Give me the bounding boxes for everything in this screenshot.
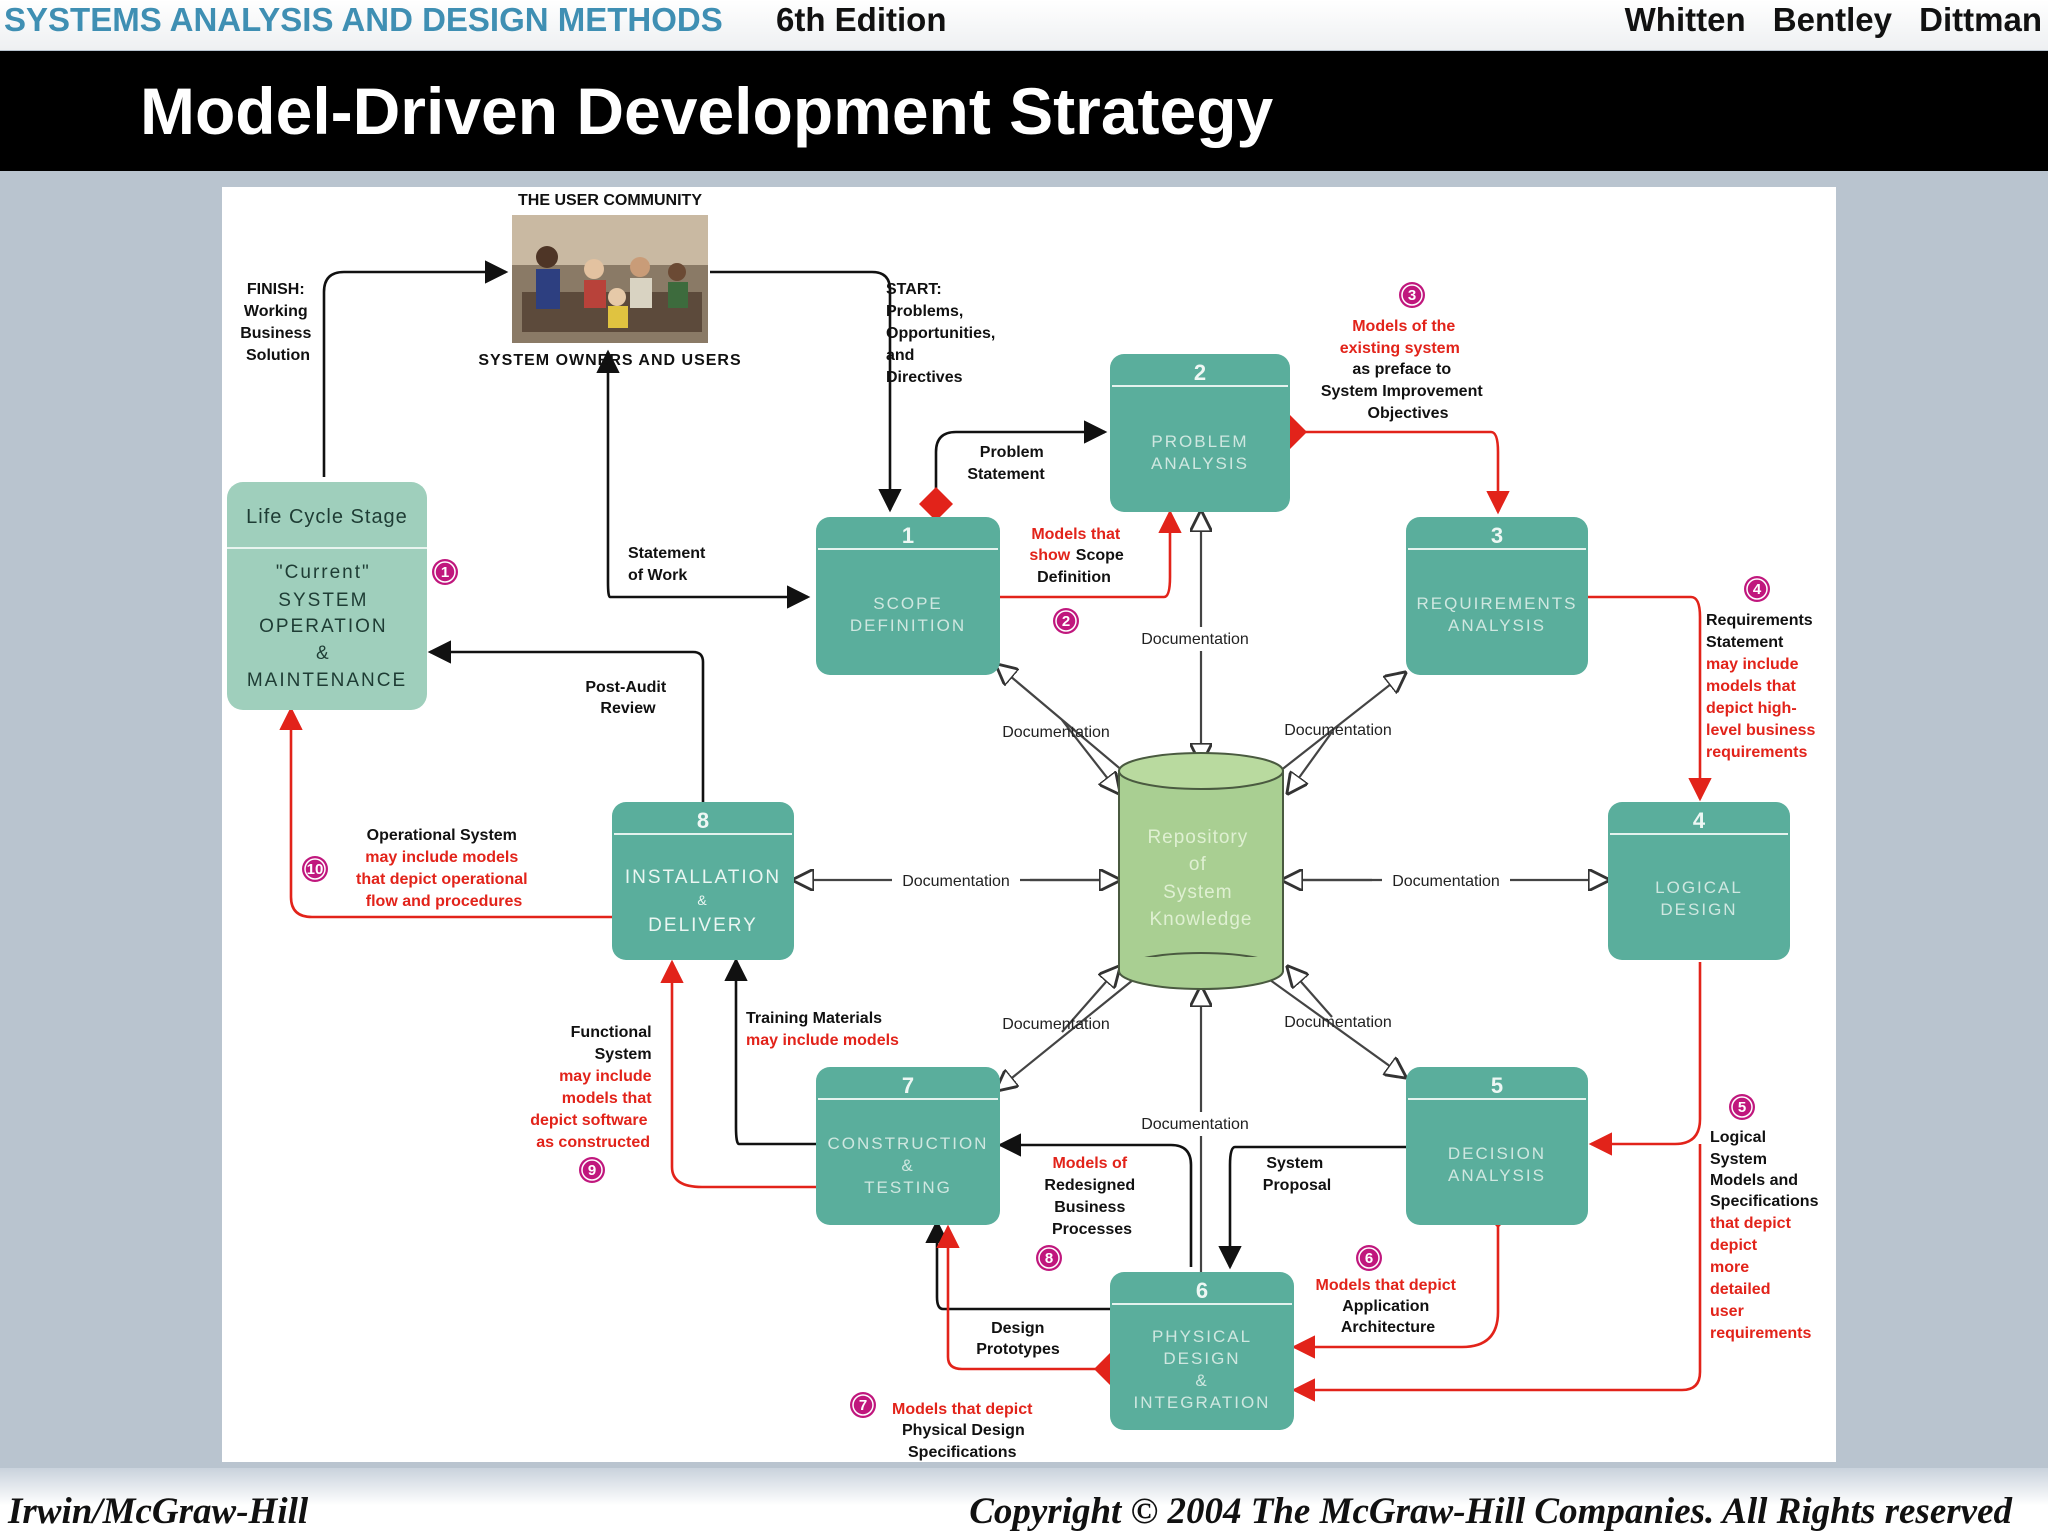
scope-models-label: Models that show Scope Definition (1029, 526, 1128, 586)
start-label: START: Problems, Opportunities, and Dire… (886, 281, 1000, 386)
badge-3: 3 (1399, 282, 1425, 308)
red-flow-arrows (279, 430, 1712, 1402)
diagram-panel: Documentation Documentation Documentatio… (222, 187, 1836, 1462)
application-architecture-label: Models that depict Application Architect… (1316, 1277, 1461, 1336)
physical-specs-label: Models that depict Physical Design Speci… (892, 1401, 1037, 1461)
svg-text:6: 6 (1365, 1250, 1373, 1267)
finish-label: FINISH: Working Business Solution (240, 281, 316, 364)
authors-label: Whitten Bentley Dittman (1624, 1, 2042, 38)
logical-models-label: Logical System Models and Specifications… (1710, 1129, 1823, 1342)
copyright-label: Copyright © 2004 The McGraw-Hill Compani… (969, 1491, 2012, 1532)
black-flow-arrows (322, 260, 1406, 1311)
svg-text:4: 4 (1753, 581, 1762, 598)
repository-cylinder: Repository of System Knowledge (1118, 752, 1284, 990)
edition-label: 6th Edition (776, 1, 947, 38)
svg-text:3: 3 (1491, 523, 1503, 548)
step-badges: 1 2 3 4 5 6 7 8 9 10 (302, 282, 1770, 1418)
system-proposal-label: System Proposal (1263, 1155, 1331, 1194)
svg-text:7: 7 (859, 1397, 867, 1414)
design-prototypes-label: Design Prototypes (976, 1320, 1060, 1358)
requirements-statement-label: Requirements Statement may include model… (1706, 612, 1820, 761)
svg-text:CONSTRUCTION&TESTING: CONSTRUCTION&TESTING (828, 1134, 989, 1197)
svg-text:8: 8 (1045, 1250, 1053, 1267)
development-strategy-diagram: Documentation Documentation Documentatio… (227, 192, 1823, 1461)
existing-system-label: Models of the existing system as preface… (1321, 318, 1487, 422)
doc-label-logical: Documentation (1392, 873, 1500, 890)
statement-of-work-label: Statement of Work (628, 545, 710, 584)
book-title: SYSTEMS ANALYSIS AND DESIGN METHODS (4, 1, 723, 38)
community-title: THE USER COMMUNITY (518, 192, 702, 209)
post-audit-label: Post-Audit Review (585, 679, 670, 717)
problem-statement-label: Problem Statement (967, 444, 1048, 483)
training-materials-label: Training Materials may include models (746, 1010, 899, 1049)
doc-label-physical: Documentation (1141, 1116, 1249, 1133)
doc-label-decision: Documentation (1284, 1014, 1392, 1031)
doc-label-requirements: Documentation (1284, 722, 1392, 739)
svg-text:5: 5 (1738, 1099, 1746, 1116)
badge-4: 4 (1744, 576, 1770, 602)
svg-text:6: 6 (1196, 1278, 1208, 1303)
svg-text:7: 7 (902, 1073, 914, 1098)
badge-7: 7 (850, 1392, 876, 1418)
svg-text:10: 10 (307, 861, 324, 878)
badge-9: 9 (579, 1157, 605, 1183)
svg-text:8: 8 (697, 808, 709, 833)
svg-text:Repository of Syst: Repository of System Knowledge (1147, 827, 1254, 930)
title-bar: Model-Driven Development Strategy (0, 51, 2048, 171)
svg-text:9: 9 (588, 1162, 596, 1179)
lifecycle-stage-box: Life Cycle Stage "Current" SYSTEM OPERAT… (227, 482, 427, 710)
doc-label-installation: Documentation (902, 873, 1010, 890)
svg-text:2: 2 (1194, 360, 1206, 385)
phase-box-7: 7 CONSTRUCTION&TESTING (816, 1067, 1000, 1225)
slide-title: Model-Driven Development Strategy (140, 74, 1274, 148)
functional-system-label: Functional System may include models tha… (530, 1024, 656, 1151)
doc-label-construction: Documentation (1002, 1016, 1110, 1033)
community-caption: SYSTEM OWNERS AND USERS (478, 352, 741, 369)
slide-footer: Irwin/McGraw-Hill Copyright © 2004 The M… (0, 1468, 2048, 1536)
svg-text:5: 5 (1491, 1073, 1503, 1098)
phase-box-8: 8 INSTALLATION&DELIVERY (612, 802, 794, 960)
doc-label-problem: Documentation (1141, 631, 1249, 648)
badge-1: 1 (432, 559, 458, 585)
user-community-photo (512, 215, 708, 343)
badge-8: 8 (1036, 1245, 1062, 1271)
svg-text:1: 1 (902, 523, 914, 548)
badge-5: 5 (1729, 1094, 1755, 1120)
redesigned-processes-label: Models of Redesigned Business Processes (1044, 1155, 1139, 1238)
badge-6: 6 (1356, 1245, 1382, 1271)
badge-10: 10 (302, 856, 328, 882)
publisher-label: Irwin/McGraw-Hill (8, 1491, 309, 1532)
badge-2: 2 (1053, 608, 1079, 634)
operational-system-label: Operational System may include models th… (356, 827, 532, 910)
svg-text:1: 1 (441, 564, 449, 581)
svg-text:4: 4 (1693, 808, 1706, 833)
svg-text:INSTALLATION&DELIVERY: INSTALLATION&DELIVERY (625, 867, 781, 936)
lifecycle-header: Life Cycle Stage (246, 506, 408, 528)
doc-label-scope: Documentation (1002, 724, 1110, 741)
slide-header: SYSTEMS ANALYSIS AND DESIGN METHODS 6th … (0, 0, 2048, 50)
svg-text:2: 2 (1062, 613, 1070, 630)
svg-text:3: 3 (1408, 287, 1416, 304)
svg-text:"Current" SYSTEM O: "Current" SYSTEM OPERATION & MAINTENANCE (247, 562, 407, 691)
